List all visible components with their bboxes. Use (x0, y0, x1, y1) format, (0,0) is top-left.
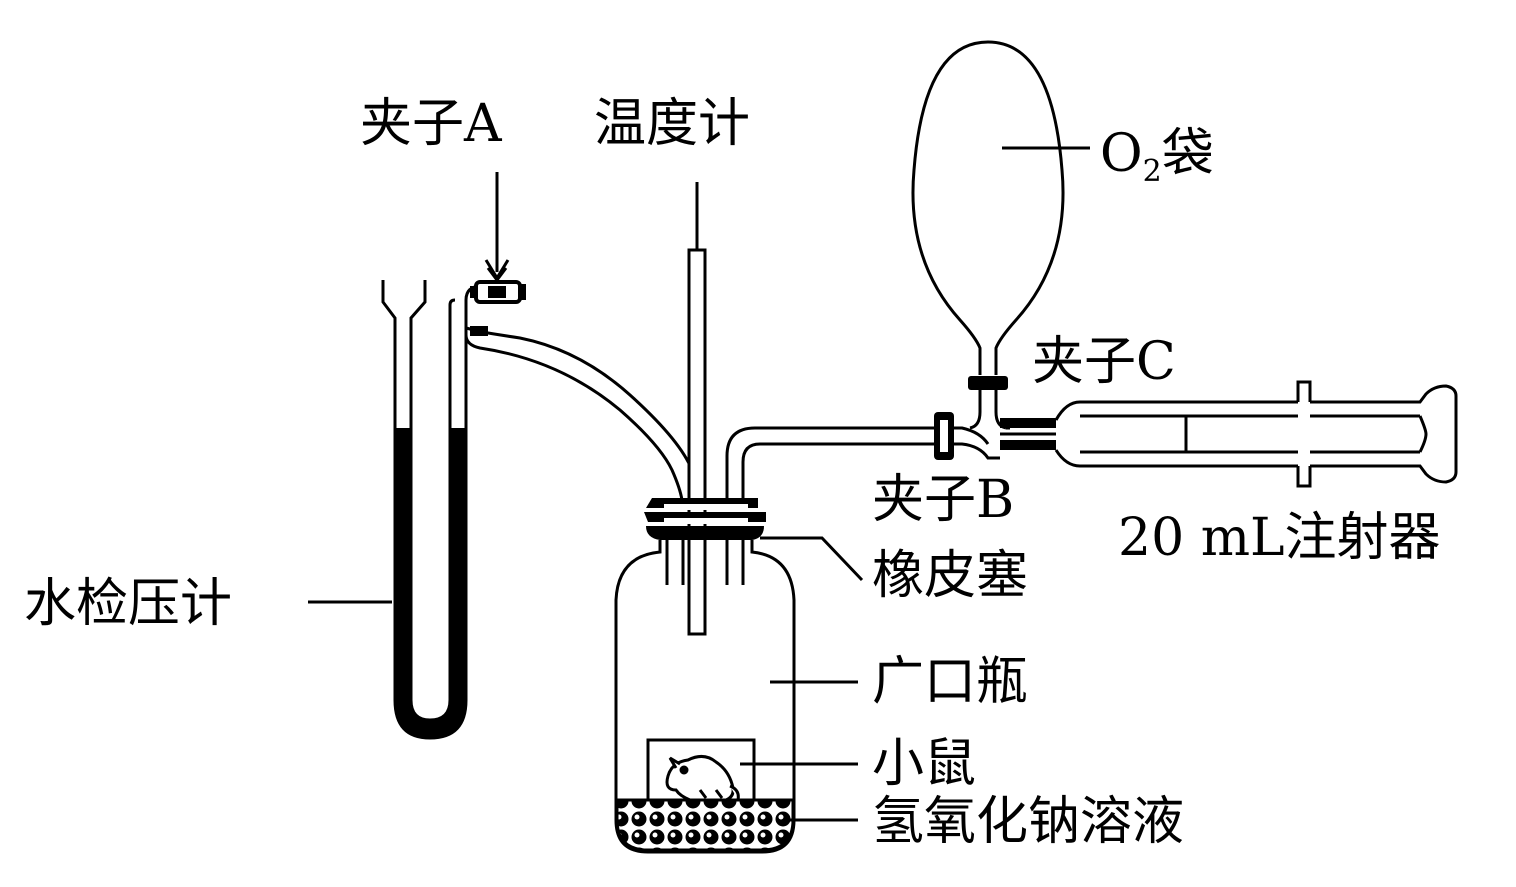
clip-a-label: 夹子A (360, 94, 502, 154)
wide-mouth-jar (614, 540, 796, 854)
mouse-label: 小鼠 (872, 734, 977, 794)
thermometer-label: 温度计 (594, 94, 751, 154)
o2-bag-label-o: O (1100, 124, 1143, 184)
o2-bag (911, 40, 1090, 375)
jar-inner-tubes (665, 540, 745, 585)
syringe-label: 20 mL注射器 (1118, 508, 1441, 568)
leader-stopper (760, 536, 864, 582)
mouse-figure (665, 755, 740, 802)
connecting-tube-b (725, 426, 940, 500)
rubber-stopper (644, 498, 766, 540)
jar-label: 广口瓶 (872, 652, 1029, 712)
clip-c-label: 夹子C (1032, 332, 1176, 392)
connecting-tube-a (464, 310, 700, 501)
naoh-label: 氢氧化钠溶液 (872, 792, 1185, 852)
clip-a (470, 172, 526, 304)
naoh-solution (615, 798, 795, 852)
stopper-label: 橡皮塞 (872, 546, 1029, 606)
o2-bag-label-subscript: 2 (1142, 154, 1162, 189)
syringe (1054, 380, 1458, 488)
clip-b-label: 夹子B (872, 470, 1015, 530)
clip-c (1000, 418, 1056, 450)
leader-lines (308, 536, 864, 822)
o2-bag-clamp (968, 376, 1008, 390)
manometer-water (395, 428, 466, 738)
thermometer (687, 182, 707, 636)
manometer-label: 水检压计 (24, 574, 233, 634)
o2-bag-label: O2袋 (1100, 124, 1214, 202)
o2-bag-label-rest: 袋 (1161, 124, 1214, 184)
clip-b (934, 412, 954, 460)
